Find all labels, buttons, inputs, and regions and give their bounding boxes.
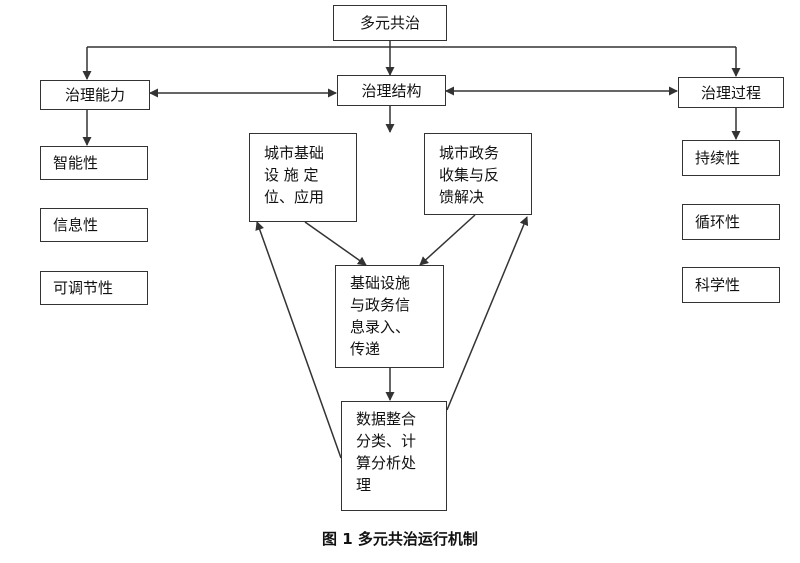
left-list-item: 信息性: [40, 208, 148, 242]
right-header-node: 治理过程: [678, 77, 784, 108]
arrow-process-to-affairs: [446, 216, 529, 411]
arrow-affairs-to-input: [419, 214, 476, 266]
root-node: 多元共治: [333, 5, 447, 41]
left-list-item: 可调节性: [40, 271, 148, 305]
arrow-process-to-infra: [255, 221, 342, 459]
data-processing-node: 数据整合 分类、计 算分析处 理: [341, 401, 447, 511]
affairs-node: 城市政务 收集与反 馈解决: [424, 133, 532, 215]
infrastructure-node: 城市基础 设 施 定 位、应用: [249, 133, 357, 222]
info-input-node: 基础设施 与政务信 息录入、 传递: [335, 265, 444, 368]
arrow-infra-to-input: [304, 221, 367, 266]
center-header-node: 治理结构: [337, 75, 446, 106]
right-list-item: 科学性: [682, 267, 780, 303]
figure-caption: 图 1 多元共治运行机制: [322, 530, 478, 548]
left-header-node: 治理能力: [40, 80, 150, 110]
right-list-item: 持续性: [682, 140, 780, 176]
left-list-item: 智能性: [40, 146, 148, 180]
right-list-item: 循环性: [682, 204, 780, 240]
